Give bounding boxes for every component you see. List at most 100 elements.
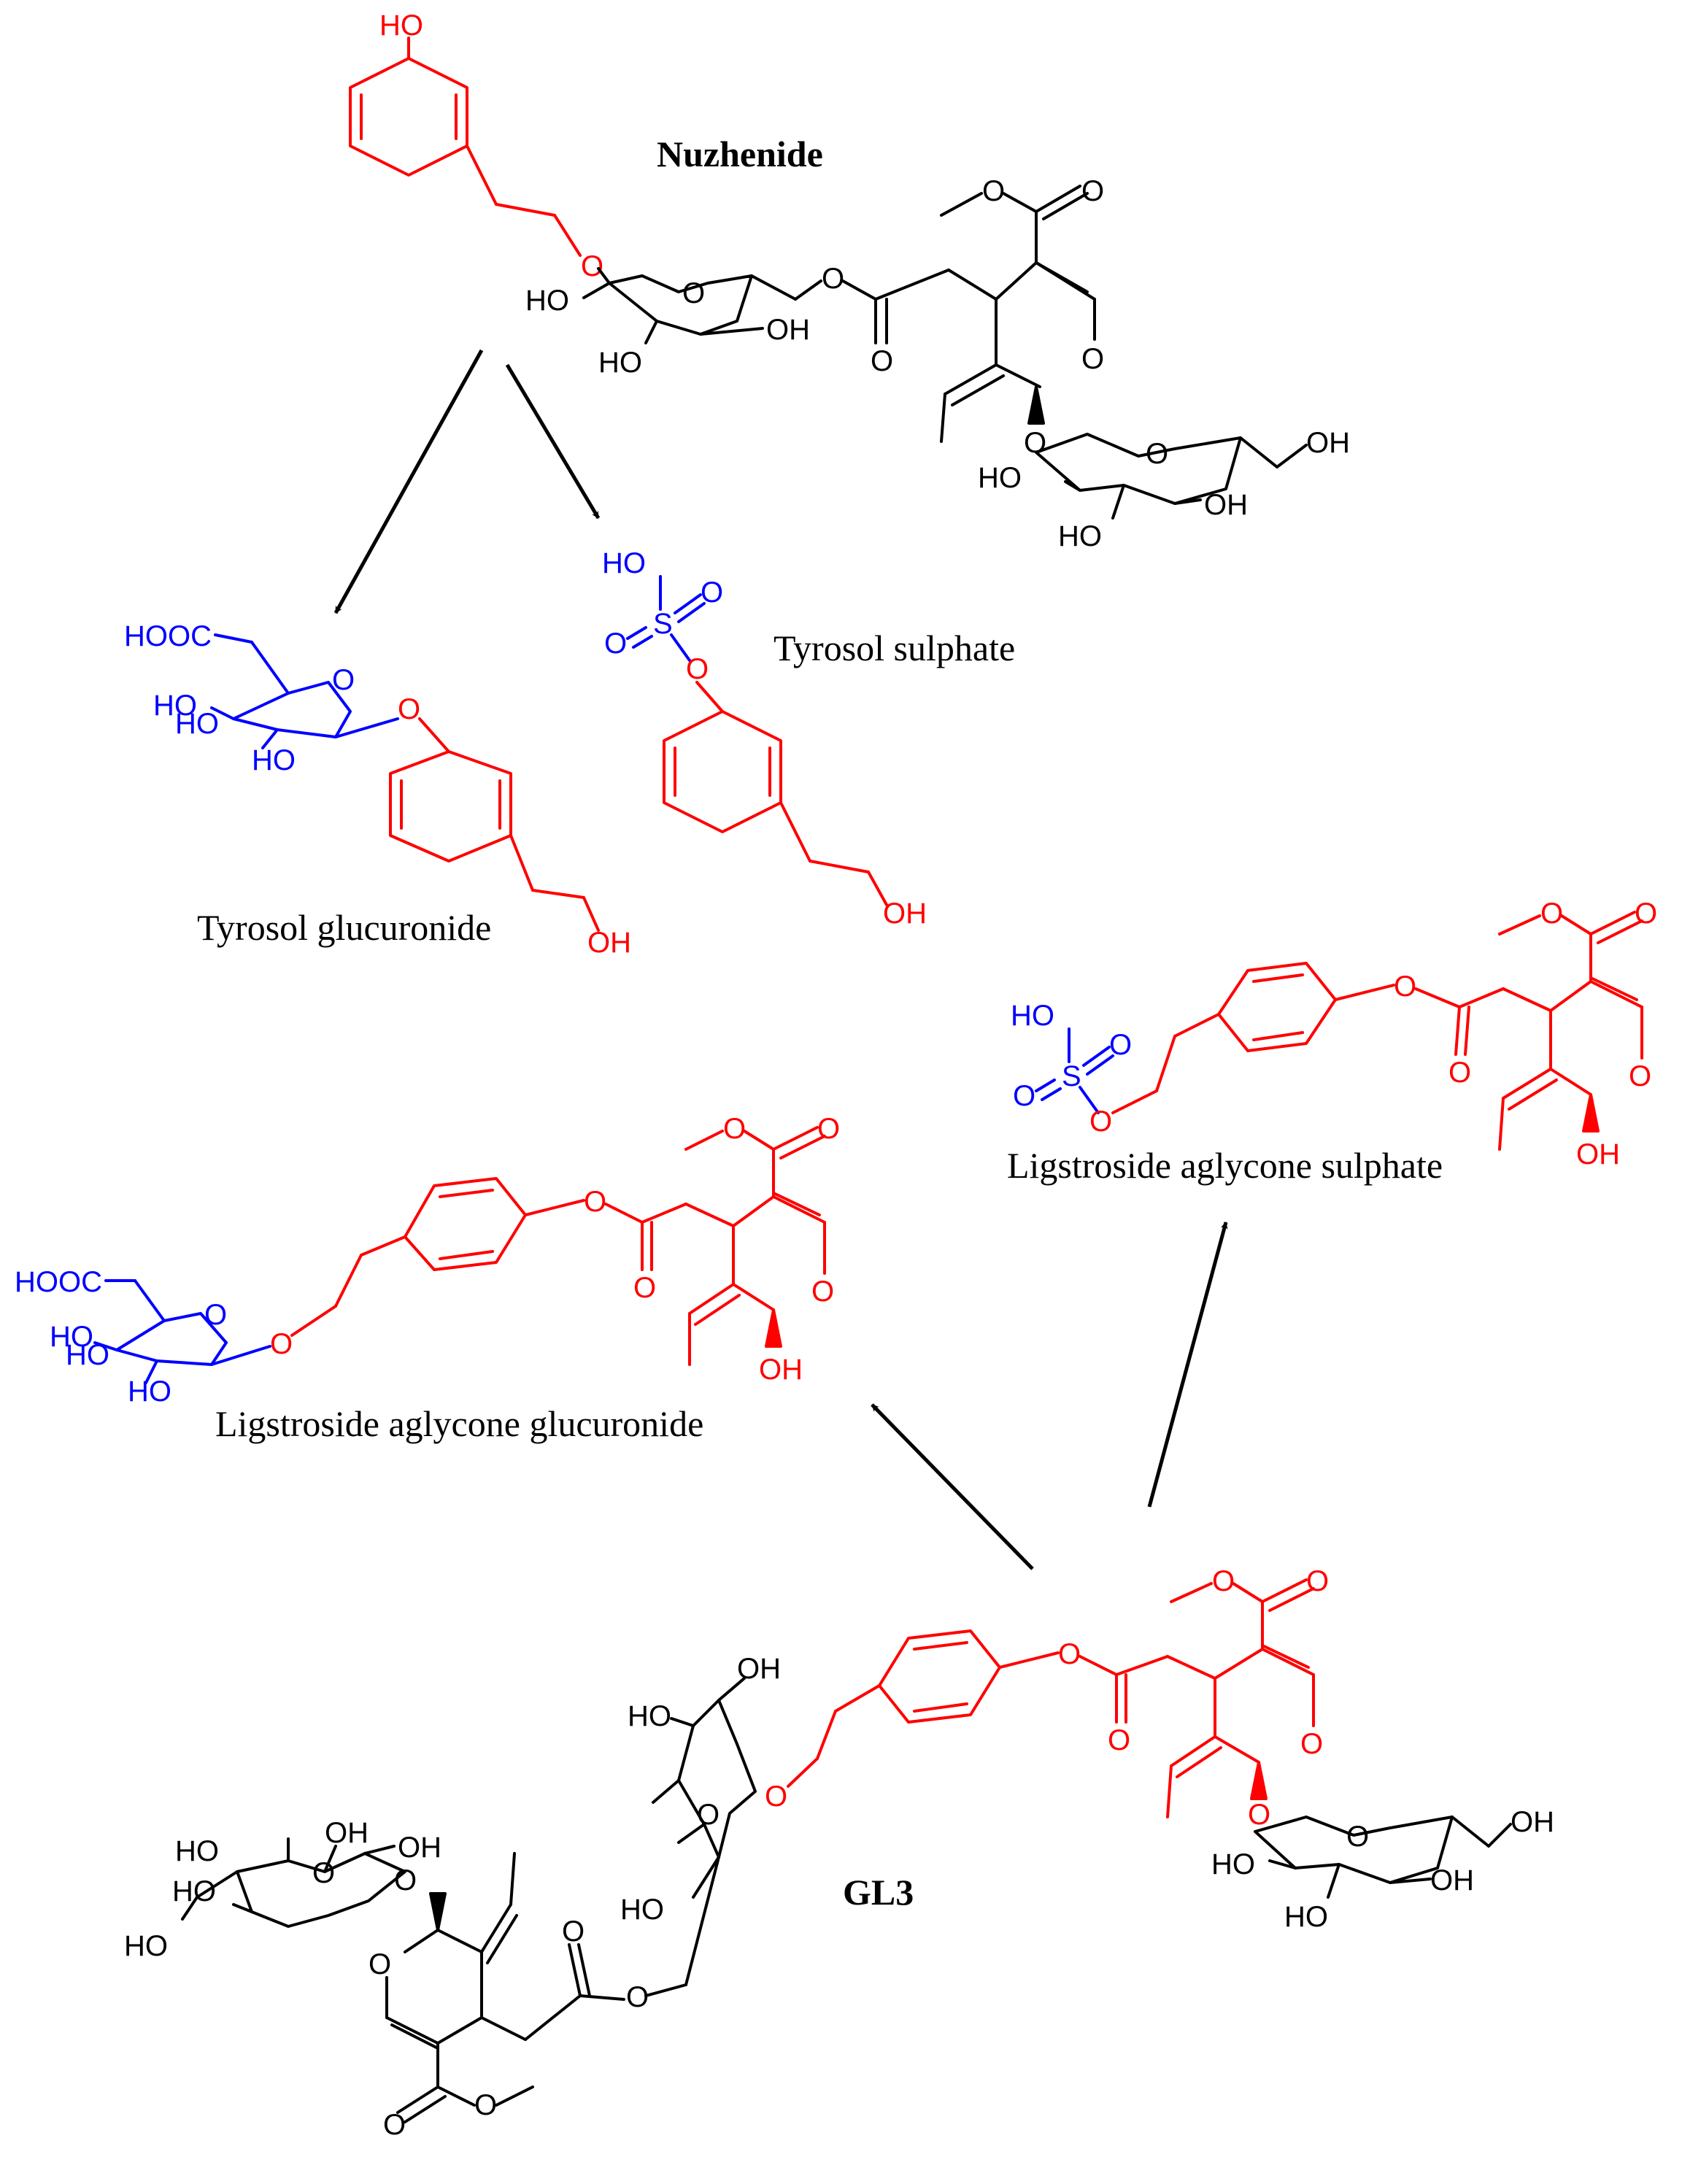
atom-o-gl3-ether: O (765, 1780, 787, 1813)
ligstroside-aglycone-sulphate-structure: HO S O O (1011, 898, 1657, 1170)
atom-oh-tg: OH (587, 927, 631, 959)
atom-o-gl3-ester: O (1058, 1638, 1081, 1670)
arrow-gl3-to-ligstroside-glucuronide (871, 1403, 1034, 1570)
atom-ho-sulphate: HO (602, 547, 646, 579)
atom-o-gl3-methoxy: O (1212, 1565, 1235, 1597)
atom-o-gl3-ring-r: O (1346, 1821, 1369, 1853)
atom-hooc-lag: HOOC (15, 1266, 102, 1298)
atom-ho-las: HO (1011, 1000, 1054, 1032)
atom-o-lag-carbonyl: O (633, 1272, 656, 1304)
atom-o-ring-g: O (332, 664, 355, 696)
atom-oh-2: OH (1306, 427, 1350, 459)
atom-o-lag-carboxyl: O (817, 1113, 840, 1145)
atom-o-las-pyran: O (1629, 1060, 1651, 1092)
arrow-nuzhenide-to-tyrosol-sulphate (505, 363, 601, 520)
tyrosol-sulphate-label: Tyrosol sulphate (774, 628, 1015, 668)
atom-ho-gl3-r2: HO (1284, 1901, 1328, 1933)
atom-ho-g1: HO (153, 690, 197, 722)
atom-o-ether: O (581, 250, 603, 282)
atom-o-carboxyl: O (1081, 175, 1104, 207)
atom-o-lag-pyran: O (811, 1276, 834, 1308)
atom-o-ring-1: O (682, 277, 705, 309)
atom-o-lag-methoxy: O (723, 1113, 746, 1145)
tyrosol-glucuronide-label: Tyrosol glucuronide (197, 907, 491, 948)
reaction-arrows (333, 349, 1228, 1570)
atom-ho-4: HO (1058, 520, 1102, 552)
atom-o-gl3-carboxyl: O (1306, 1565, 1329, 1597)
atom-oh-lag: OH (759, 1354, 803, 1386)
atom-ho-gl3-l1: HO (175, 1835, 219, 1867)
atom-oh-gl3-l1: OH (325, 1817, 369, 1849)
atom-o-gl3-glycoside: O (1248, 1799, 1270, 1831)
atom-oh-ts: OH (883, 898, 927, 930)
atom-o-gl3-carboxyl-b: O (383, 2109, 406, 2141)
atom-ho-tyrosol: HO (379, 9, 423, 42)
atom-o-las-ether: O (1089, 1105, 1112, 1138)
arrow-nuzhenide-to-tyrosol-glucuronide (333, 349, 484, 614)
ligstroside-moiety-gl3 (787, 1578, 1315, 1818)
atom-ho-g3: HO (252, 744, 296, 776)
atom-o-gl3-ring-l: O (312, 1857, 335, 1889)
atom-o-carbonyl: O (871, 345, 893, 377)
atom-oh-gl3-l2: OH (398, 1832, 441, 1864)
atom-ho-lag3: HO (128, 1375, 171, 1408)
atom-ho-3: HO (978, 462, 1022, 494)
atom-o-aryl: O (686, 653, 709, 685)
atom-o-ester: O (822, 263, 844, 295)
atom-ho-g2: HO (175, 708, 219, 740)
atom-ho-gl3-l2: HO (172, 1875, 216, 1907)
atom-o-gl3-ester-b: O (626, 1981, 649, 2013)
atom-o-tg: O (398, 693, 420, 725)
atom-ho-gl3-c2: HO (620, 1894, 664, 1926)
atom-o-gl3-carbonyl-b: O (562, 1915, 585, 1948)
ligstroside-aglycone-glucuronide-structure: HOOC O HO HO HO (15, 1113, 840, 1408)
atom-o-pyran: O (1081, 343, 1104, 375)
atom-o-lag-ring: O (204, 1299, 227, 1331)
atom-oh-gl3-c1: OH (737, 1653, 781, 1685)
atom-o-gl3-pyran-b: O (369, 1948, 391, 1980)
gl3-structure: O O O O O O O (124, 1565, 1554, 2141)
atom-ho-gl3-c1: HO (628, 1700, 671, 1732)
atom-o-las-1: O (1109, 1029, 1132, 1061)
atom-oh-las: OH (1576, 1138, 1620, 1170)
atom-s-las: S (1062, 1060, 1081, 1092)
atom-ho-gl3-l3: HO (124, 1930, 168, 1962)
tyrosol-sulphate-structure: HO S O O O OH (602, 547, 927, 930)
tyrosol-glucuronide-structure: HOOC O HO HO HO O OH (124, 620, 631, 959)
atom-o-ring-2: O (1146, 438, 1168, 470)
ligstroside-aglycone-glucuronide-label: Ligstroside aglycone glucuronide (215, 1403, 703, 1444)
atom-o-las-carboxyl: O (1635, 898, 1657, 930)
atom-oh-1: OH (766, 314, 810, 346)
atom-o-las-ester: O (1394, 971, 1416, 1003)
atom-o-gl3-methoxy-b: O (474, 2089, 497, 2121)
atom-ho-1: HO (525, 285, 569, 317)
atom-o-methoxy: O (982, 175, 1005, 207)
atom-o-s-2: O (604, 628, 627, 660)
atom-ho-2: HO (598, 347, 642, 379)
atom-o-lag-ether: O (270, 1328, 293, 1360)
atom-ho-lag2: HO (66, 1339, 109, 1371)
atom-ho-lag1: HO (50, 1321, 93, 1353)
atom-hooc: HOOC (124, 620, 212, 652)
atom-o-gl3-pyran: O (1300, 1728, 1323, 1760)
atom-ho-gl3-r1: HO (1211, 1848, 1255, 1880)
atom-o-las-2: O (1013, 1080, 1035, 1112)
nuzhenide-label: Nuzhenide (657, 134, 823, 174)
atom-o-s-1: O (701, 576, 723, 609)
atom-oh-gl3-r1: OH (1511, 1806, 1554, 1838)
atom-oh-gl3-r2: OH (1430, 1864, 1474, 1896)
atom-s: S (653, 608, 673, 640)
ligstroside-aglycone-sulphate-label: Ligstroside aglycone sulphate (1007, 1145, 1443, 1186)
atom-o-gl3-glycoside-l: O (394, 1864, 417, 1896)
atom-o-gl3-carbonyl: O (1108, 1724, 1130, 1756)
atom-o-las-methoxy: O (1540, 898, 1563, 930)
tyrosol-moiety-nuzhenide (349, 36, 582, 257)
nuzhenide-structure: HO O (349, 9, 1350, 552)
atom-oh-3: OH (1204, 489, 1248, 521)
arrow-gl3-to-ligstroside-sulphate (1147, 1222, 1228, 1508)
atom-o-lag-ester: O (584, 1186, 606, 1218)
atom-o-glycoside: O (1024, 427, 1046, 459)
atom-o-las-carbonyl: O (1448, 1057, 1471, 1089)
gl3-label: GL3 (843, 1872, 914, 1913)
